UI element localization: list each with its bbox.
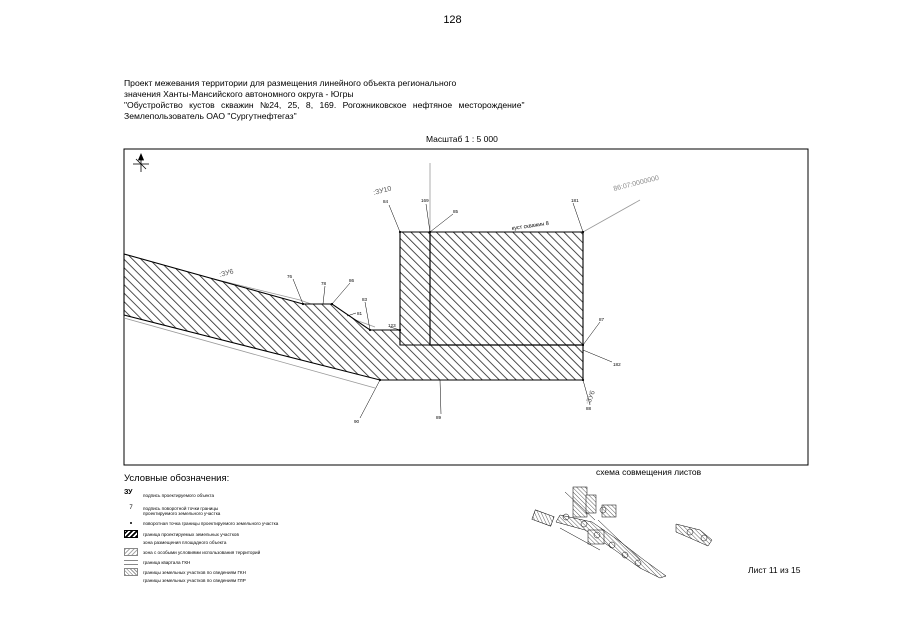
point-label: 81 (357, 311, 363, 316)
sheet-label: Лист 11 из 15 (748, 565, 801, 575)
point-label: 76 (287, 274, 293, 279)
zone-label-zu6-right: :ЗУ6 (585, 390, 597, 406)
inner-zone (429, 232, 583, 346)
zu-symbol: ЗУ (124, 488, 133, 496)
pad-label: куст скважин 8 (511, 221, 549, 232)
legend-text: проектируемого земельного участка (143, 510, 221, 516)
scheme-title: схема совмещения листов (596, 467, 702, 477)
page-number: 128 (443, 14, 462, 26)
legend-row-zu: ЗУ подпись проектируемого объекта (124, 487, 215, 498)
point-label: 90 (354, 419, 360, 424)
sheet-scheme (531, 486, 713, 579)
legend-text: границы земельных участков по сведениям … (143, 577, 246, 583)
zone-label-zu10: :ЗУ10 (373, 185, 393, 197)
turning-points (301, 230, 585, 382)
point-number-symbol: 7 (129, 505, 133, 511)
hatch-swatch-icon (124, 530, 138, 538)
legend-text: поворотная точка границы проектируемого … (143, 520, 279, 526)
point-label: 78 (321, 281, 327, 286)
legend-row-point-number-2: проектируемого земельного участка (124, 508, 220, 518)
point-label: 89 (436, 415, 442, 420)
legend-text: подпись проектируемого объекта (143, 492, 215, 498)
well-pad-parcel (399, 231, 584, 346)
legend-text: подпись поворотной точки границы (143, 505, 219, 511)
legend-row-special-zone: зона с особыми условиями использования т… (124, 547, 260, 557)
scale-label: Масштаб 1 : 5 000 (426, 134, 498, 144)
point-label: 169 (421, 198, 429, 203)
legend-text: зона размещения площадного объекта (143, 539, 227, 545)
header-line-1: Проект межевания территории для размещен… (124, 78, 457, 88)
special-zone-swatch-icon (124, 548, 138, 556)
cadastral-number: 86:07:0000000 (613, 175, 660, 193)
zone-label-zu6-left: :ЗУ6 (219, 268, 235, 279)
legend-row-glr-parcels: границы земельных участков по сведениям … (124, 575, 246, 585)
point-label: 84 (383, 199, 389, 204)
header-line-3: "Обустройство кустов скважин №24, 25, 8,… (124, 100, 525, 110)
point-label: 87 (599, 317, 605, 322)
point-label: 88 (586, 406, 592, 411)
legend-row-gkn-quarter: граница квартала ГКН (124, 557, 190, 567)
point-label: 182 (613, 362, 621, 367)
leader-lines (292, 202, 613, 419)
legend-row-gkn-parcels: границы земельных участков по сведениям … (124, 567, 246, 577)
point-labels: 84 169 85 181 76 78 86 83 81 123 87 182 … (287, 198, 621, 424)
gkn-parcels-swatch-icon (124, 568, 138, 576)
point-label: 83 (362, 297, 368, 302)
header-line-4: Землепользователь ОАО "Сургутнефтегаз" (124, 111, 297, 121)
legend-title: Условные обозначения: (124, 473, 230, 484)
legend-row-boundary: граница проектируемых земельных участков (124, 529, 239, 539)
header-line-2: значения Ханты-Мансийского автономного о… (124, 89, 354, 99)
point-label: 123 (388, 323, 396, 328)
point-label: 85 (453, 209, 459, 214)
legend-text: зона с особыми условиями использования т… (143, 549, 261, 555)
point-label: 86 (349, 278, 355, 283)
legend-text: граница проектируемых земельных участков (143, 531, 239, 537)
legend-row-area-zone: зона размещения площадного объекта (124, 537, 226, 547)
legend-row-turning-point: поворотная точка границы проектируемого … (124, 518, 278, 528)
turning-point-icon (124, 519, 138, 527)
point-label: 181 (571, 198, 579, 203)
legend-text: границы земельных участков по сведениям … (143, 569, 246, 575)
north-arrow-icon (133, 152, 149, 172)
legend-text: граница квартала ГКН (143, 559, 191, 565)
gkn-quarter-swatch-icon (124, 559, 138, 565)
legend-row-point-number: 7 подпись поворотной точки границы (124, 503, 218, 513)
